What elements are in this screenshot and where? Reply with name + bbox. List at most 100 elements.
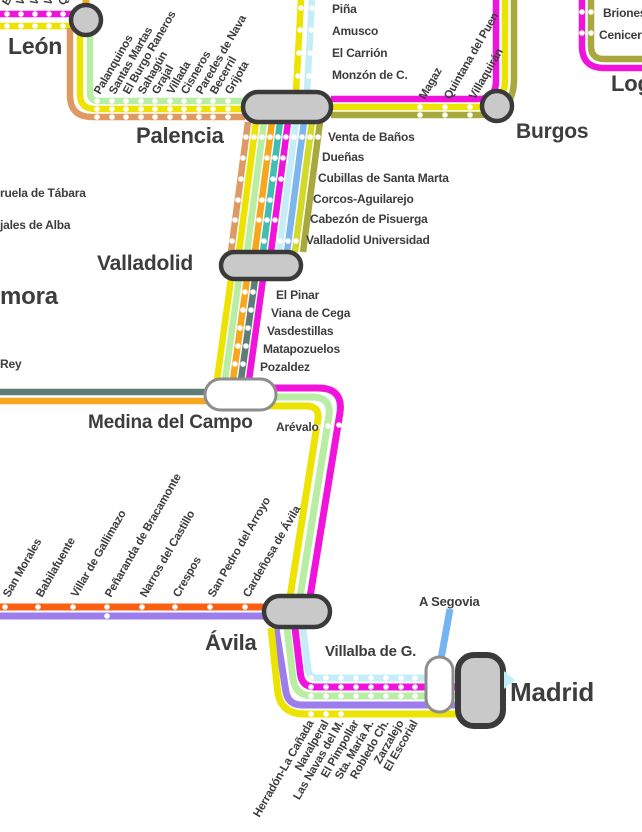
line-vm-magenta xyxy=(245,278,267,381)
station-dot xyxy=(32,23,38,29)
station-dot xyxy=(338,711,344,717)
cut-label: B xyxy=(0,0,14,8)
station-dot xyxy=(579,9,585,15)
station-dot xyxy=(18,23,24,29)
line-leon-palencia-salmon xyxy=(66,28,245,121)
station-dot xyxy=(417,112,423,118)
station-dot xyxy=(123,98,129,104)
station-dot xyxy=(4,11,10,17)
station-dot xyxy=(60,11,66,17)
station-node-villalba xyxy=(424,655,455,714)
station-label: El Carrión xyxy=(332,46,387,60)
line-pv-magenta xyxy=(267,121,292,253)
station-dot xyxy=(261,238,267,244)
line-medina-avila-magenta xyxy=(240,384,344,598)
station-node-burgos xyxy=(479,88,515,124)
station-dot xyxy=(60,23,66,29)
station-dot xyxy=(307,134,313,140)
station-dot xyxy=(138,114,144,120)
station-dot xyxy=(167,106,173,112)
station-dot xyxy=(308,693,314,699)
city-label-avila: Ávila xyxy=(205,630,258,655)
line-medina-avila-yellow xyxy=(240,402,322,598)
station-dot xyxy=(235,197,241,203)
city-label-logrono-cut: Log xyxy=(611,71,642,96)
station-dot xyxy=(18,11,24,17)
station-dot xyxy=(417,104,423,110)
line-pv-yellow xyxy=(235,121,260,253)
station-dot xyxy=(94,114,100,120)
station-label: Piña xyxy=(332,2,357,16)
station-dot xyxy=(270,176,276,182)
station-dot xyxy=(207,604,213,610)
station-dot xyxy=(398,684,404,690)
station-dot xyxy=(229,238,235,244)
station-dot xyxy=(308,711,314,717)
station-dot xyxy=(250,289,256,295)
station-dot xyxy=(235,343,241,349)
station-dot xyxy=(467,112,473,118)
station-label-cut: Rey xyxy=(0,357,22,371)
station-dot xyxy=(338,684,344,690)
station-label: Cubillas de Santa Marta xyxy=(318,171,449,185)
station-dot xyxy=(368,684,374,690)
cut-label: Q xyxy=(56,0,71,8)
station-dot xyxy=(35,604,41,610)
station-dot xyxy=(138,106,144,112)
station-dot xyxy=(323,675,329,681)
station-dot xyxy=(588,9,594,15)
station-dot xyxy=(167,98,173,104)
station-dot xyxy=(70,604,76,610)
station-dot xyxy=(196,114,202,120)
station-dot xyxy=(442,112,448,118)
station-dot xyxy=(314,424,320,430)
line-vm-palegreen xyxy=(221,278,243,381)
station-dot xyxy=(242,604,248,610)
station-node-madrid xyxy=(455,652,506,729)
station-dot xyxy=(123,106,129,112)
station-dot xyxy=(240,155,246,161)
station-dot xyxy=(309,5,315,11)
station-label: Monzón de C. xyxy=(332,68,408,82)
station-dot xyxy=(295,73,301,79)
station-dot xyxy=(323,711,329,717)
station-dot xyxy=(46,11,52,17)
line-pv-palegreen xyxy=(243,121,268,253)
line-pv-skyblue xyxy=(283,121,308,253)
line-segovia-blue xyxy=(437,608,454,660)
station-label: San Pedro del Arroyo xyxy=(206,495,273,599)
station-dot xyxy=(139,604,145,610)
station-dot xyxy=(383,675,389,681)
station-label: Pozaldez xyxy=(260,360,310,374)
line-pv-salmon xyxy=(227,121,252,253)
station-dot xyxy=(336,422,342,428)
station-node-palencia xyxy=(240,89,334,125)
station-label: Cenicero xyxy=(599,28,642,42)
station-dot xyxy=(412,675,418,681)
line-pv-teal xyxy=(259,121,284,253)
station-dot xyxy=(412,684,418,690)
station-dot xyxy=(297,27,303,33)
city-label-palencia: Palencia xyxy=(136,123,225,148)
station-dot xyxy=(109,98,115,104)
station-dot xyxy=(277,238,283,244)
station-dot xyxy=(167,114,173,120)
station-node-valladolid xyxy=(218,249,304,282)
line-pv-chartreuse xyxy=(291,121,316,253)
station-dot xyxy=(94,98,100,104)
station-label: Amusco xyxy=(332,24,378,38)
line-avila-madrid-magenta xyxy=(291,627,459,691)
station-label: El Pinar xyxy=(276,288,320,302)
station-dot xyxy=(338,693,344,699)
station-dot xyxy=(2,604,8,610)
station-dot xyxy=(104,604,110,610)
station-dot xyxy=(238,176,244,182)
station-dot xyxy=(181,98,187,104)
station-dot xyxy=(296,50,302,56)
station-dot xyxy=(467,104,473,110)
station-label: Arévalo xyxy=(276,420,319,434)
station-dot xyxy=(278,176,284,182)
station-dot xyxy=(275,134,281,140)
station-dot xyxy=(181,106,187,112)
station-dot xyxy=(299,134,305,140)
